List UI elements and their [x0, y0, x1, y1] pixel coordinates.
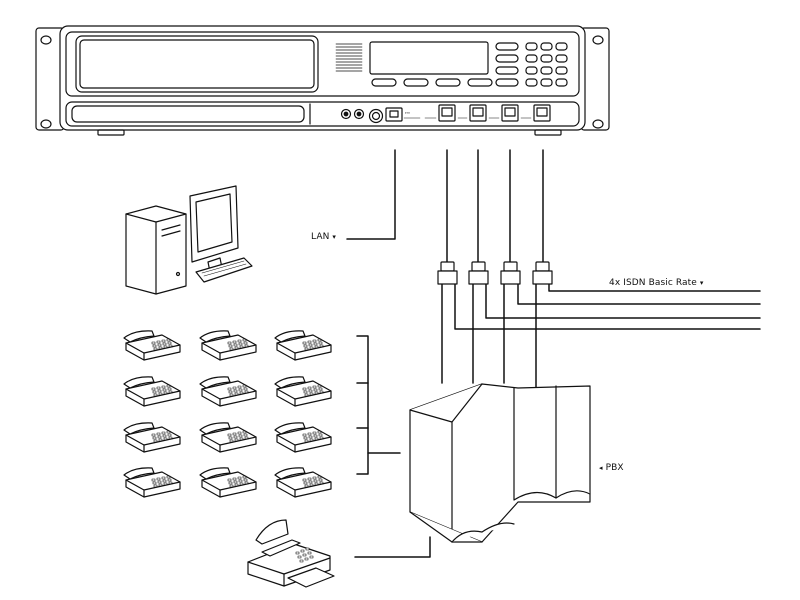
telephone-6: [274, 376, 332, 407]
telephone-5: [199, 376, 257, 407]
pbx-label-text: PBX: [605, 463, 624, 473]
isdn-port-1: [438, 104, 456, 122]
down-triangle-icon: ▾: [332, 233, 337, 241]
telephone-4: [123, 376, 181, 407]
lan-label-text: LAN: [311, 232, 330, 242]
telephones: [123, 330, 332, 498]
telephone-11: [199, 467, 257, 498]
pbx-cabinet: [409, 383, 591, 543]
isdn-label-text: 4x ISDN Basic Rate: [609, 278, 697, 288]
svg-text:ETH: ETH: [405, 111, 410, 115]
computer: [125, 185, 253, 295]
down-triangle-icon: ▾: [699, 279, 704, 287]
splitter-1: [437, 261, 458, 285]
telephone-12: [274, 467, 332, 498]
telephone-9: [274, 422, 332, 453]
lcd-display: [369, 41, 489, 75]
lan-port: [385, 107, 403, 122]
telephone-7: [123, 422, 181, 453]
rack-gateway-device: ETH: [35, 25, 610, 136]
fax-machine: [247, 519, 335, 588]
front-keypad: [525, 42, 568, 87]
isdn-port-3: [501, 104, 519, 122]
lan-label: LAN ▾: [311, 232, 336, 242]
telephone-10: [123, 467, 181, 498]
isdn-label: 4x ISDN Basic Rate ▾: [609, 278, 704, 288]
telephone-1: [123, 330, 181, 361]
splitter-4: [532, 261, 553, 285]
cables: [346, 149, 761, 388]
power-connector: [368, 108, 384, 124]
pbx-label: ◂ PBX: [599, 463, 624, 473]
jack-1: [340, 108, 352, 120]
jack-2: [353, 108, 365, 120]
isdn-port-2: [469, 104, 487, 122]
splitter-2: [468, 261, 489, 285]
telephone-2: [199, 330, 257, 361]
phone-bracket: [356, 335, 401, 475]
speaker-grille: [335, 43, 363, 72]
fax-cable: [354, 536, 431, 558]
splitter-3: [500, 261, 521, 285]
telephone-8: [199, 422, 257, 453]
function-keys: [495, 42, 519, 87]
isdn-port-4: [533, 104, 551, 122]
cable-splitters: [437, 261, 553, 285]
telephone-3: [274, 330, 332, 361]
left-triangle-icon: ◂: [599, 464, 603, 472]
